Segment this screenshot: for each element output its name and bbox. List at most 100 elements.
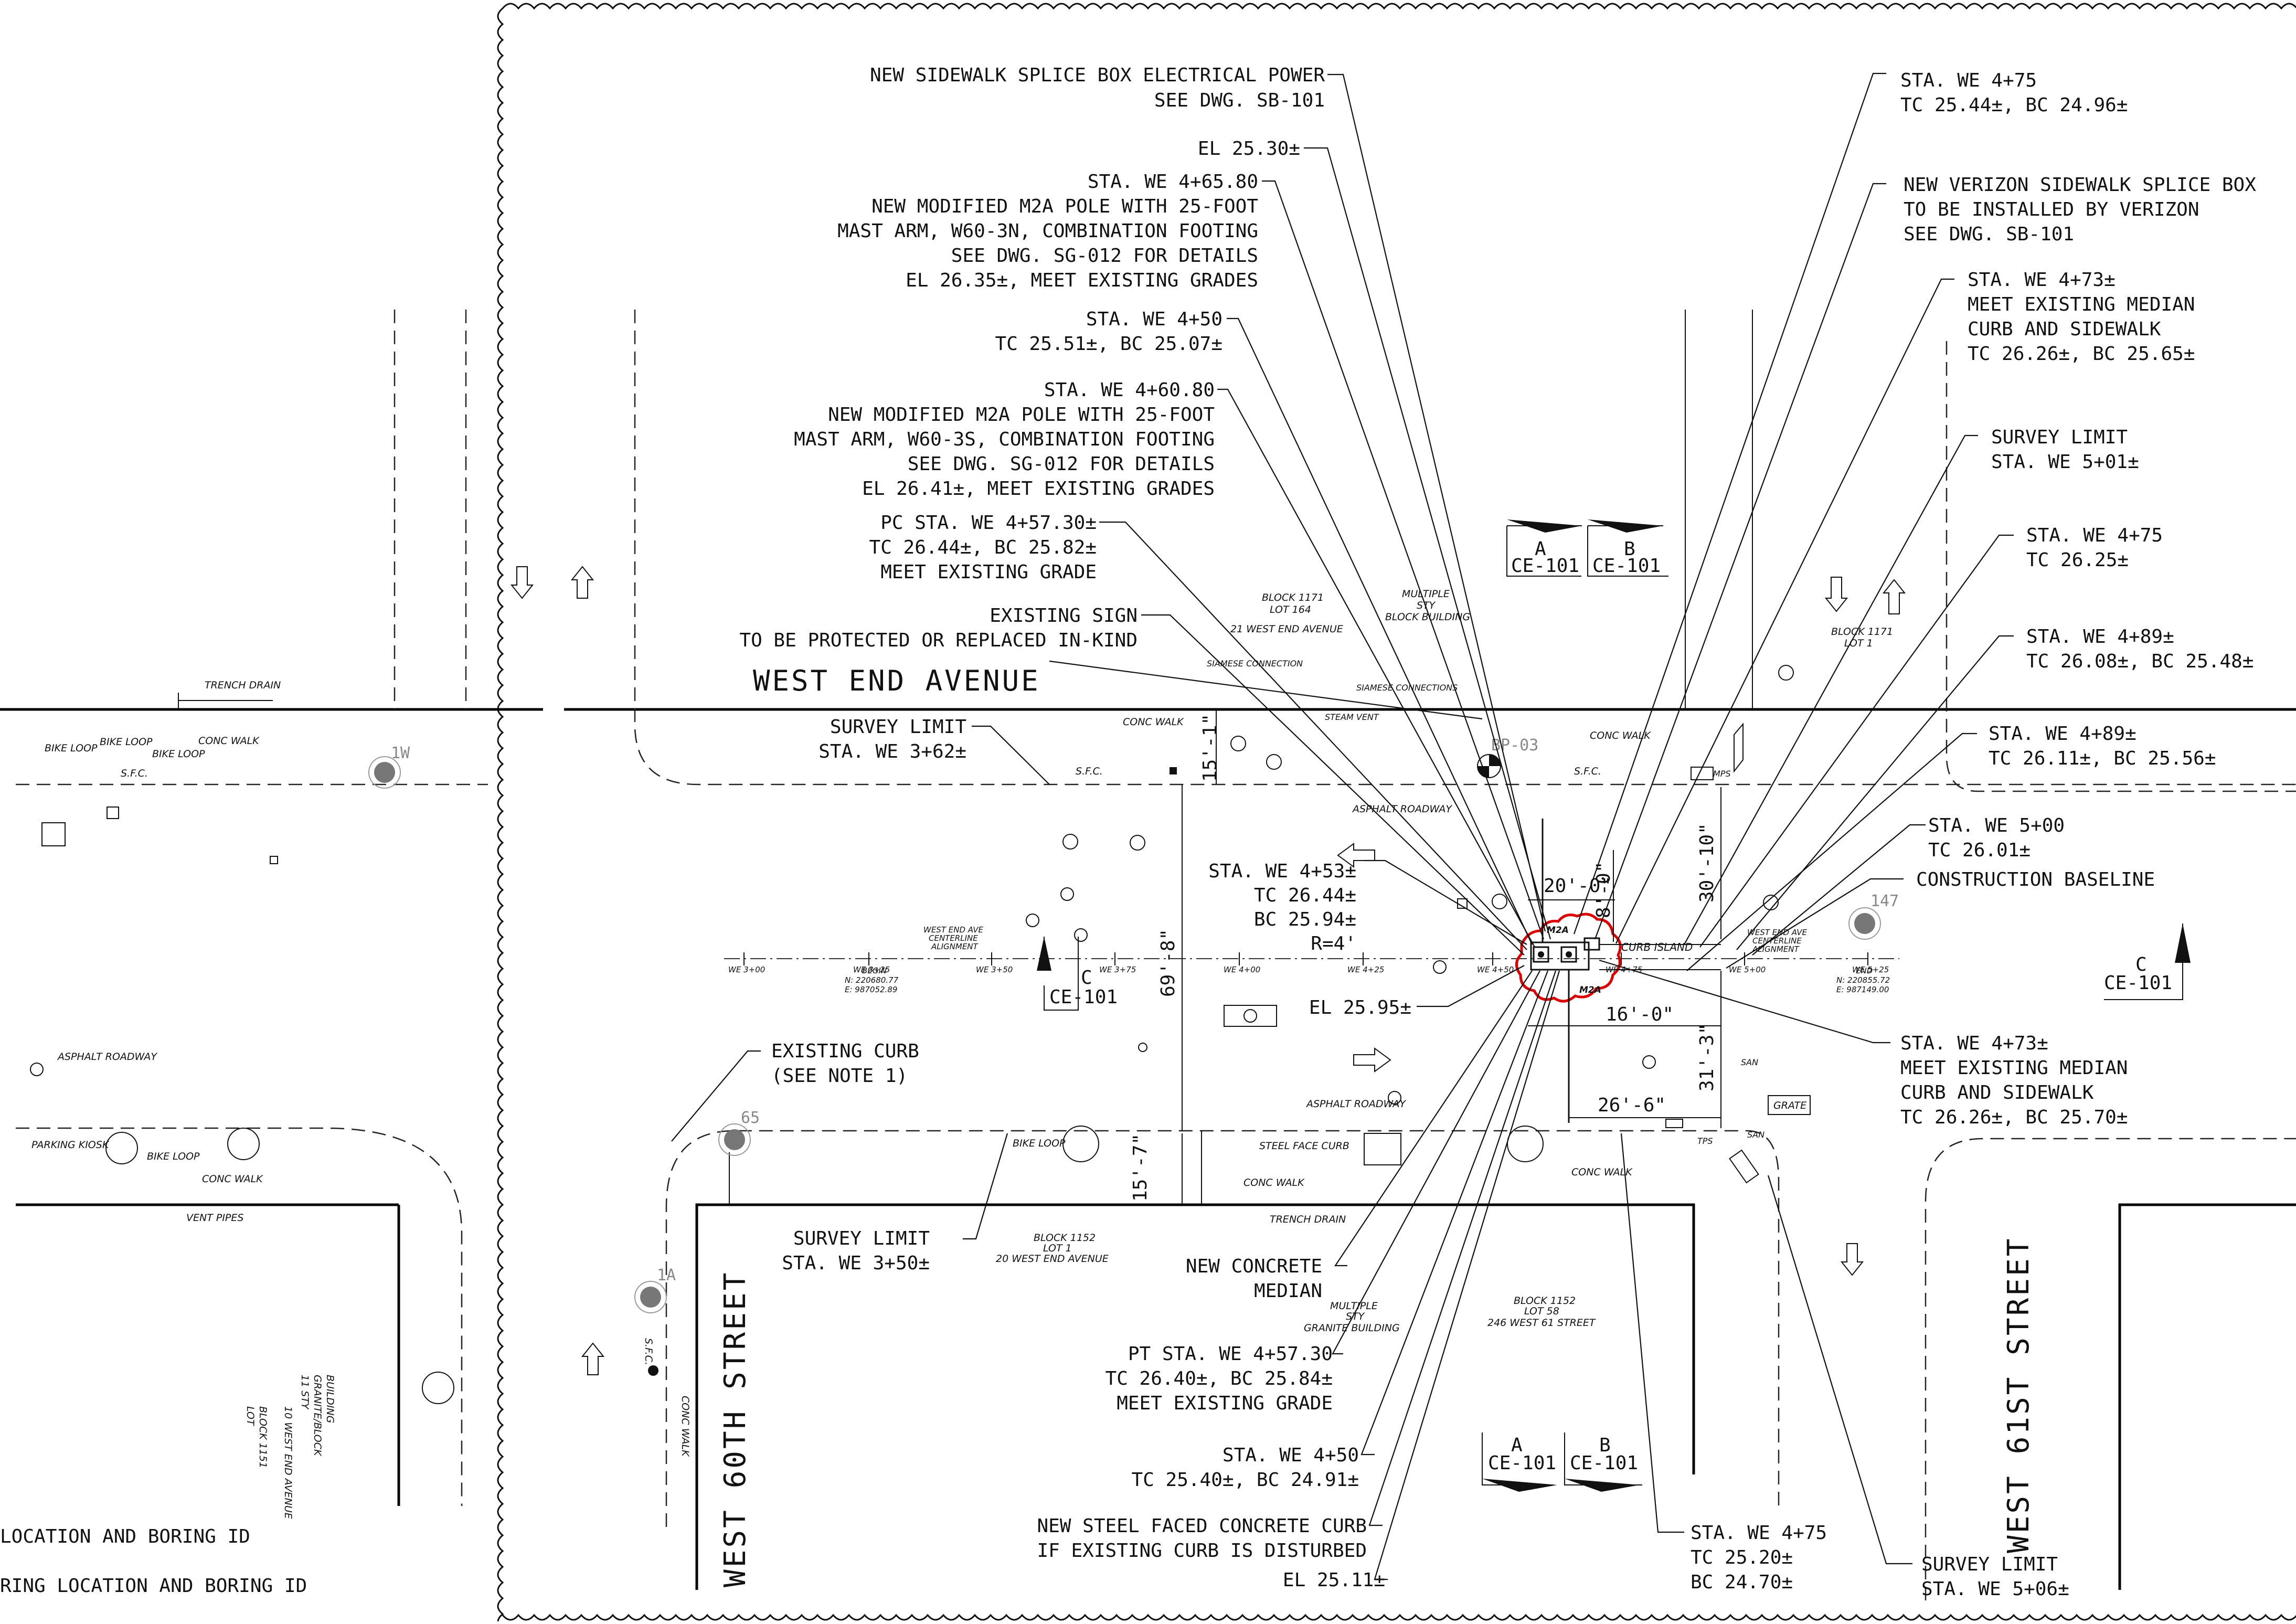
left-adjacent-area: TRENCH DRAIN BIKE LOOP BIKE LOOP BIKE LO… bbox=[0, 310, 543, 1597]
station-label: WE 3+50 bbox=[976, 965, 1013, 974]
boring-65-label: 65 bbox=[741, 1109, 760, 1127]
section-c-letter-w: C bbox=[1081, 967, 1092, 989]
asphalt-roadway-n: ASPHALT ROADWAY bbox=[1352, 803, 1452, 815]
section-c-ref-w: CE-101 bbox=[1049, 986, 1118, 1008]
callout-pole-s-l4: EL 26.41±, MEET EXISTING GRADES bbox=[862, 478, 1215, 500]
sfc-label-left: S.F.C. bbox=[121, 768, 148, 779]
new-median bbox=[1530, 941, 1590, 971]
callout-sta473b-tc: TC 26.26±, BC 25.70± bbox=[1900, 1107, 2128, 1128]
callout-sta500-tc: TC 26.01± bbox=[1928, 840, 2031, 861]
centerline-label-1: WEST END AVE bbox=[923, 925, 984, 935]
bike-loop-label-left-1: BIKE LOOP bbox=[45, 742, 98, 754]
legend-note-2: RING LOCATION AND BORING ID bbox=[0, 1575, 307, 1597]
conc-walk-label-left: CONC WALK bbox=[198, 735, 260, 747]
section-c-letter-e: C bbox=[2135, 954, 2147, 975]
centerline-label-2: CENTERLINE bbox=[929, 933, 978, 943]
callout-survey-362-l1: SURVEY LIMIT bbox=[830, 716, 966, 738]
section-c-ref-e: CE-101 bbox=[2104, 972, 2172, 994]
siamese-1: SIAMESE CONNECTION bbox=[1207, 659, 1303, 668]
street-name-west-60th: WEST 60TH STREET bbox=[718, 1271, 752, 1587]
section-b-letter-s: B bbox=[1599, 1435, 1611, 1456]
callout-median-l2: MEDIAN bbox=[1254, 1280, 1322, 1302]
sfc-n2: S.F.C. bbox=[1574, 766, 1601, 777]
callout-sta489b-tc: TC 26.11±, BC 25.56± bbox=[1989, 748, 2216, 769]
section-c-east: C CE-101 bbox=[2104, 924, 2191, 1000]
left-hydrant-box bbox=[41, 822, 66, 846]
callout-pole-n-l4: EL 26.35±, MEET EXISTING GRADES bbox=[906, 270, 1258, 291]
leader-lines bbox=[671, 72, 2014, 1580]
block-1151-label: BLOCK 1151 bbox=[257, 1406, 269, 1468]
boring-1a-marker bbox=[640, 1287, 661, 1308]
callout-survey-501-l2: STA. WE 5+01± bbox=[1991, 451, 2139, 473]
boring-bp03-label: BP-03 bbox=[1491, 736, 1538, 755]
callout-sta473b-l2: CURB AND SIDEWALK bbox=[1900, 1082, 2094, 1103]
block-1152-58-l3: 246 WEST 61 STREET bbox=[1487, 1317, 1596, 1329]
bike-loop-label-left-4: BIKE LOOP bbox=[147, 1151, 200, 1162]
callout-sta475a-tc: TC 25.44±, BC 24.96± bbox=[1900, 94, 2128, 116]
centerline-label-b1: WEST END AVE bbox=[1747, 928, 1808, 937]
station-label: WE 5+25 bbox=[1852, 965, 1889, 974]
callout-sta453-r: R=4' bbox=[1311, 933, 1356, 954]
callout-survey-362-l2: STA. WE 3+62± bbox=[819, 741, 966, 762]
site-labels: CONC WALK CONC WALK S.F.C. S.F.C. ASPHAL… bbox=[643, 588, 1893, 1457]
callout-sta475b: STA. WE 4+75 bbox=[2026, 525, 2163, 546]
callout-pt-tc: TC 26.40±, BC 25.84± bbox=[1106, 1368, 1333, 1389]
callout-steel-curb-l2: IF EXISTING CURB IS DISTURBED bbox=[1037, 1540, 1367, 1562]
road-geometry bbox=[564, 310, 2296, 1600]
multiple-sty-l1: MULTIPLE bbox=[1402, 588, 1450, 600]
callout-pt-sta: PT STA. WE 4+57.30 bbox=[1128, 1343, 1333, 1365]
block-1152-1-l2: LOT 1 bbox=[1043, 1243, 1072, 1254]
block-1152-1-l1: BLOCK 1152 bbox=[1034, 1232, 1096, 1244]
callout-sta475a: STA. WE 4+75 bbox=[1900, 70, 2037, 91]
block-1171-1-l1: BLOCK 1171 bbox=[1831, 626, 1893, 638]
callout-pc-sta: PC STA. WE 4+57.30± bbox=[880, 512, 1097, 534]
callout-sta475c-tc: TC 25.20± bbox=[1691, 1547, 1793, 1568]
sfc-n1: S.F.C. bbox=[1076, 766, 1103, 777]
street-name-west-61st: WEST 61ST STREET bbox=[2002, 1237, 2036, 1553]
callout-pole-s-sta: STA. WE 4+60.80 bbox=[1044, 379, 1215, 401]
traffic-arrow-up-1 bbox=[570, 566, 594, 599]
granite-block-type: GRANITE/BLOCK bbox=[312, 1375, 323, 1457]
callouts-lower: SURVEY LIMIT STA. WE 3+50± NEW CONCRETE … bbox=[782, 1228, 2069, 1600]
curb-island: CURB ISLAND bbox=[1621, 941, 1693, 953]
boring-1w-label: 1W bbox=[391, 744, 410, 762]
m2a-label-s: M2A bbox=[1579, 985, 1601, 995]
centerline-label-3: ALIGNMENT bbox=[931, 942, 979, 951]
callout-verizon-l1: NEW VERIZON SIDEWALK SPLICE BOX bbox=[1904, 174, 2256, 196]
callout-sta473a: STA. WE 4+73± bbox=[1968, 269, 2116, 291]
callout-pt-meet: MEET EXISTING GRADE bbox=[1117, 1393, 1333, 1414]
section-b-letter-n: B bbox=[1624, 538, 1635, 560]
callout-sta475c-bc: BC 24.70± bbox=[1691, 1572, 1793, 1593]
callout-sta473a-l1: MEET EXISTING MEDIAN bbox=[1968, 294, 2195, 315]
traffic-arrow-down-3 bbox=[1840, 1243, 1864, 1276]
tree-left-3 bbox=[422, 1372, 454, 1404]
boring-1a-label: 1A bbox=[657, 1266, 676, 1285]
tps-label: TPS bbox=[1697, 1136, 1713, 1146]
granite-l2: STY bbox=[1346, 1311, 1365, 1322]
median-detail: M2A M2A bbox=[1515, 819, 1721, 1123]
callout-existing-curb-l2: (SEE NOTE 1) bbox=[771, 1065, 908, 1087]
asphalt-roadway-label-left: ASPHALT ROADWAY bbox=[57, 1051, 157, 1063]
callout-pole-n-sta: STA. WE 4+65.80 bbox=[1088, 171, 1258, 193]
callout-el-2511: EL 25.11± bbox=[1283, 1569, 1385, 1591]
granite-block-sty: 11 STY bbox=[299, 1375, 311, 1410]
tree-left-1 bbox=[105, 1132, 138, 1164]
station-label: WE 4+25 bbox=[1347, 965, 1384, 974]
grate-box bbox=[1768, 1095, 1811, 1115]
granite-l3: GRANITE BUILDING bbox=[1304, 1322, 1400, 1334]
callout-sta450b: STA. WE 4+50 bbox=[1223, 1445, 1359, 1466]
dim-20-0: 20'-0" bbox=[1544, 875, 1612, 897]
conc-walk-60th: CONC WALK bbox=[679, 1396, 691, 1457]
callout-sta473a-l2: CURB AND SIDEWALK bbox=[1968, 319, 2161, 340]
section-a-letter-s: A bbox=[1511, 1435, 1523, 1456]
end-easting: E: 987149.00 bbox=[1836, 985, 1889, 994]
block-1171-164-l1: BLOCK 1171 bbox=[1262, 592, 1324, 603]
callout-sta450a-tc: TC 25.51±, BC 25.07± bbox=[995, 333, 1223, 355]
section-b-south: B CE-101 bbox=[1564, 1432, 1642, 1492]
trench-drain-label-left: TRENCH DRAIN bbox=[205, 680, 281, 691]
callout-survey-350-l2: STA. WE 3+50± bbox=[782, 1253, 930, 1274]
traffic-arrow-down-1 bbox=[510, 566, 534, 599]
callout-sta473b-l1: MEET EXISTING MEDIAN bbox=[1900, 1057, 2128, 1079]
